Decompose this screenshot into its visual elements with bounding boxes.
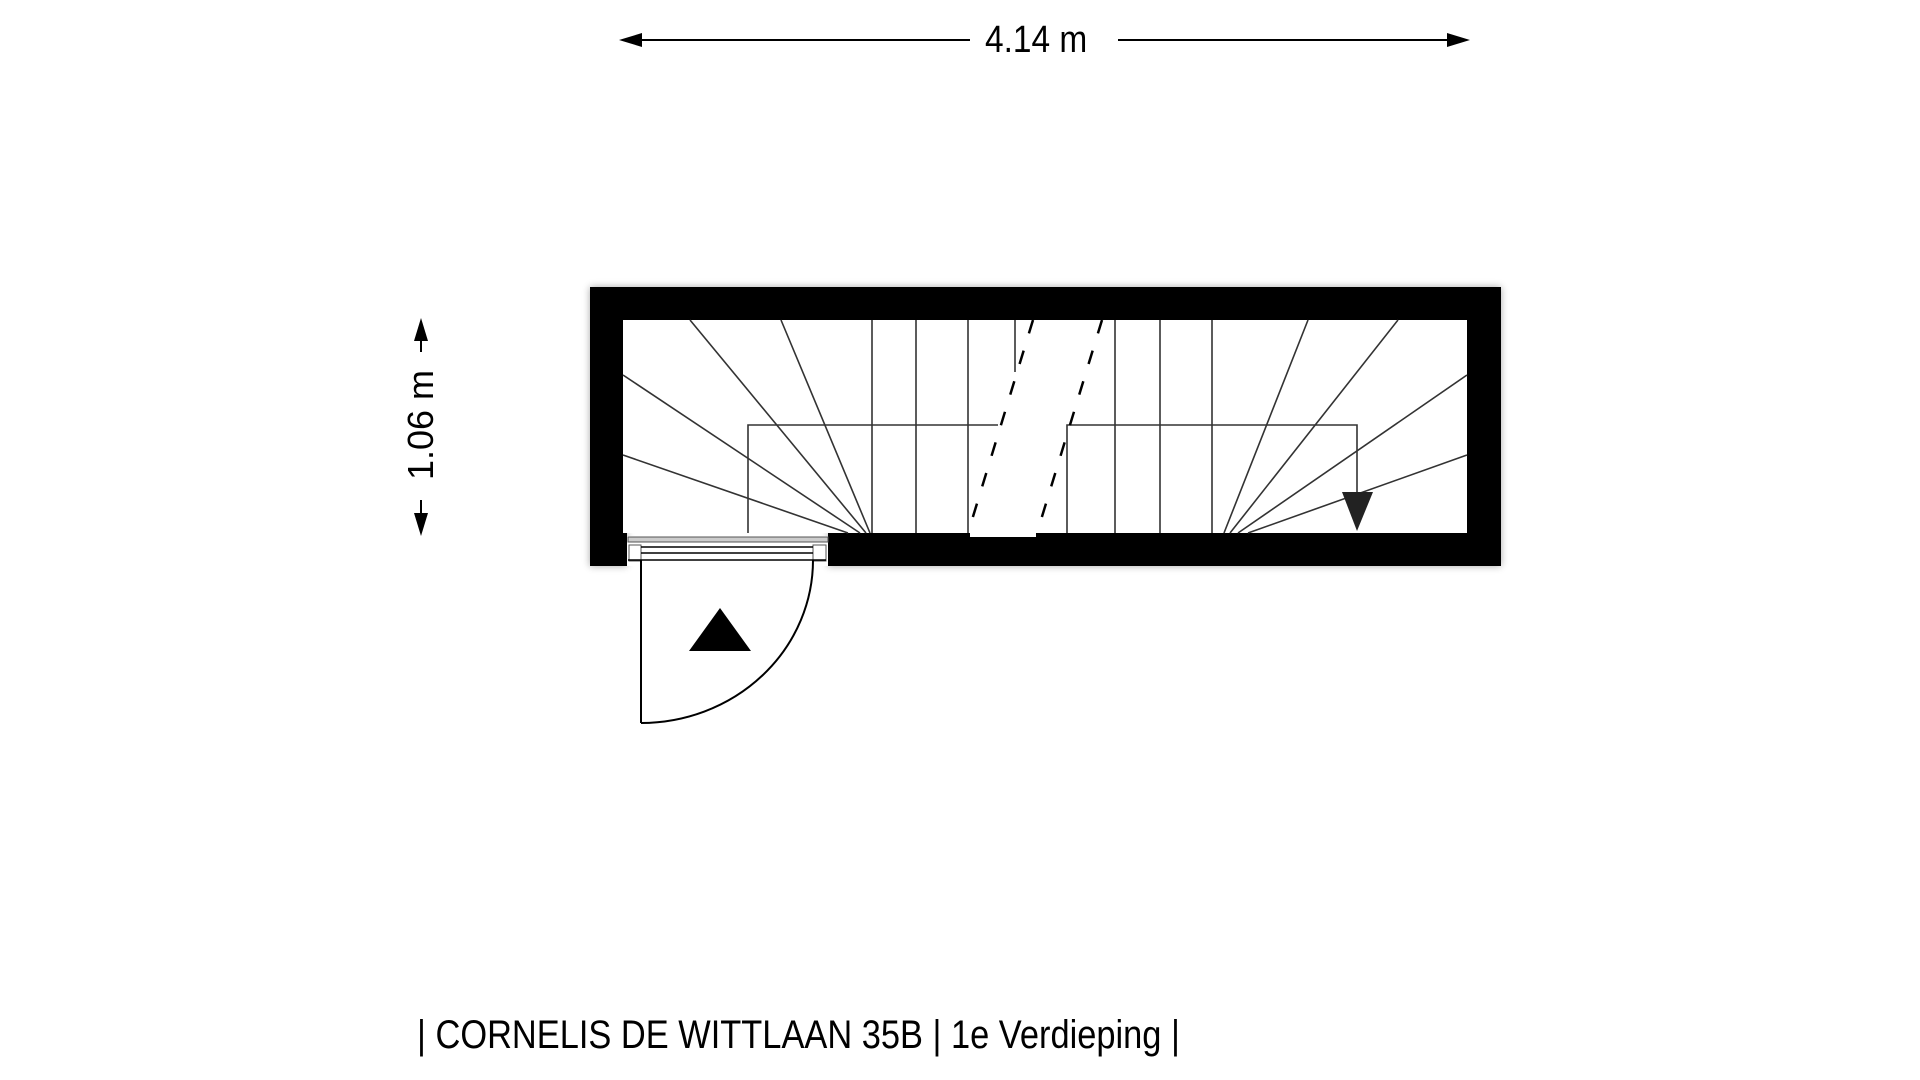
arrow-up-icon [414, 318, 428, 341]
entry-arrow-icon [689, 608, 751, 651]
plan-caption: | CORNELIS DE WITTLAAN 35B | 1e Verdiepi… [417, 1013, 1180, 1057]
stair-direction-arrow-icon [1342, 492, 1373, 531]
height-dimension-label: 1.06 m [400, 369, 441, 481]
cut-gap [970, 531, 1036, 537]
walls [590, 287, 1501, 566]
staircase [622, 319, 1468, 534]
door-frame [627, 536, 829, 566]
arrow-down-icon [414, 513, 428, 536]
stair-cut-line [966, 319, 1104, 534]
width-dimension-line [619, 33, 1470, 47]
arrow-right-icon [1447, 33, 1470, 47]
stairwell-interior [623, 320, 1467, 533]
width-dimension-label: 4.14 m [985, 19, 1088, 61]
arrow-left-icon [619, 33, 642, 47]
door [640, 559, 814, 724]
height-dimension-line [414, 318, 428, 536]
